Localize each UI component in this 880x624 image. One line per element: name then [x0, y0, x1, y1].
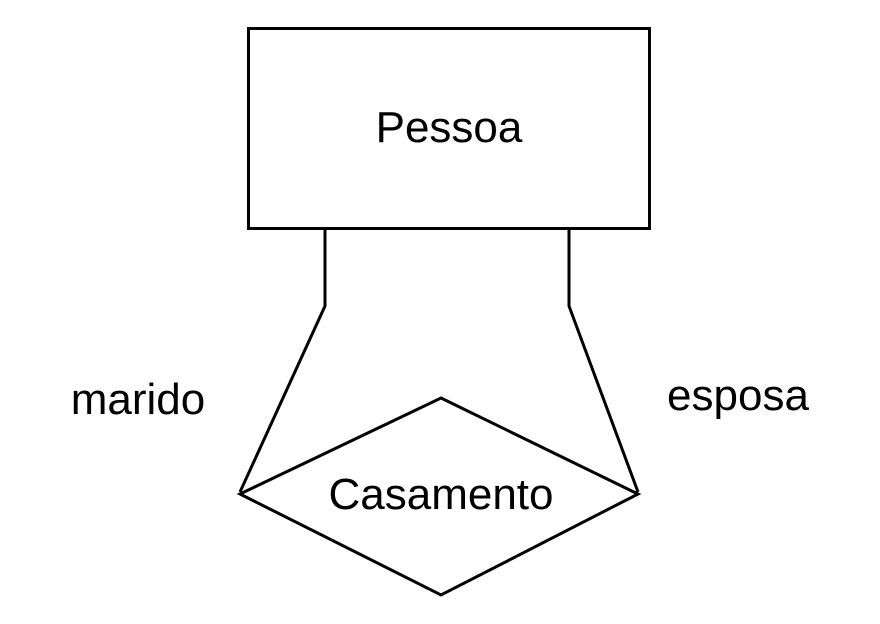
entity-pessoa-box [247, 27, 651, 230]
role-label-esposa: esposa [667, 371, 809, 420]
relationship-casamento-label: Casamento [328, 470, 553, 519]
role-label-marido: marido [71, 375, 206, 424]
relationship-casamento[interactable]: Casamento [236, 396, 642, 597]
connector-esposa [567, 229, 640, 493]
connector-marido [238, 229, 327, 493]
entity-pessoa-label: Pessoa [376, 103, 523, 152]
relationship-casamento-diamond [236, 396, 642, 597]
entity-pessoa[interactable]: Pessoa [247, 27, 651, 230]
